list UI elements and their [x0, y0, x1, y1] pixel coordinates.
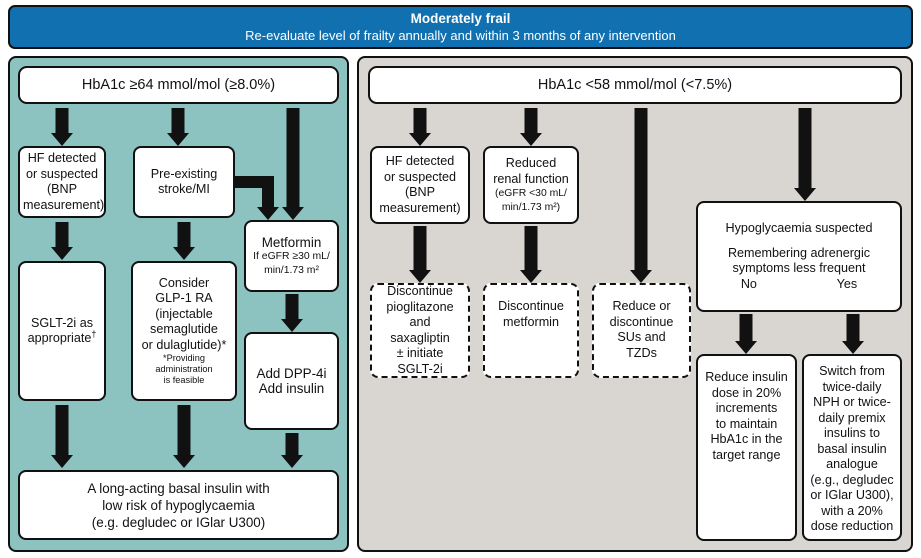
- arrow-hypo-yes-to-switch: [838, 314, 868, 354]
- right-discontinue-pioglitazone-box: Discontinue pioglitazone and saxagliptin…: [370, 283, 470, 378]
- header-subtitle: Re-evaluate level of frailty annually an…: [245, 28, 676, 43]
- hypo-box-options: No Yes: [701, 277, 897, 293]
- left-dpp4i-insulin-box: Add DPP-4i Add insulin: [244, 332, 339, 430]
- arrow-right-header-to-hf: [405, 108, 435, 146]
- left-sglt2i-box: SGLT-2i as appropriate†: [18, 261, 106, 401]
- left-pre-existing-stroke-box: Pre-existing stroke/MI: [133, 146, 235, 218]
- right-reduced-renal-box: Reduced renal function (eGFR <30 mL/ min…: [483, 146, 579, 224]
- arrow-right-hf-to-discontinue-pio: [405, 226, 435, 283]
- elbow-arrow-stroke-to-metformin: [228, 176, 279, 220]
- right-hf-detected-box: HF detected or suspected (BNP measuremen…: [370, 146, 470, 224]
- dagger-marker: †: [91, 328, 97, 339]
- right-switch-insulin-box: Switch from twice-daily NPH or twice- da…: [802, 354, 902, 541]
- arrow-left-hf-to-sglt2i: [47, 222, 77, 260]
- left-basal-insulin-box: A long-acting basal insulin with low ris…: [18, 470, 339, 540]
- arrow-sglt2i-to-basal-insulin: [47, 405, 77, 468]
- right-discontinue-metformin-box: Discontinue metformin: [483, 283, 579, 378]
- arrow-left-stroke-to-glp1: [169, 222, 199, 260]
- arrow-right-header-to-reduce-su: [626, 108, 656, 283]
- header-banner: Moderately frail Re-evaluate level of fr…: [8, 5, 913, 49]
- left-glp1-ra-box: Consider GLP-1 RA (injectable semaglutid…: [131, 261, 237, 401]
- arrow-metformin-to-dpp4i: [277, 294, 307, 332]
- arrow-right-header-to-renal: [516, 108, 546, 146]
- right-reduce-discontinue-su-box: Reduce or discontinue SUs and TZDs: [592, 283, 691, 378]
- arrow-right-header-to-hypo: [790, 108, 820, 201]
- arrow-left-header-to-hf: [47, 108, 77, 146]
- arrow-renal-to-discontinue-met: [516, 226, 546, 283]
- arrow-hypo-no-to-reduce-dose: [731, 314, 761, 354]
- hypo-option-yes: Yes: [836, 276, 858, 291]
- left-metformin-box: Metformin If eGFR ≥30 mL/ min/1.73 m²: [244, 220, 339, 292]
- right-header-box: HbA1c <58 mmol/mol (<7.5%): [368, 66, 902, 104]
- right-reduce-insulin-dose-box: Reduce insulin dose in 20% increments to…: [696, 354, 797, 541]
- header-title: Moderately frail: [410, 11, 511, 26]
- arrow-dpp4i-to-basal-insulin: [277, 433, 307, 468]
- hypo-option-no: No: [740, 276, 757, 291]
- right-hypoglycaemia-suspected-box: Hypoglycaemia suspected Remembering adre…: [696, 201, 902, 312]
- arrow-left-header-to-stroke: [163, 108, 193, 146]
- left-hf-detected-box: HF detected or suspected (BNP measuremen…: [18, 146, 106, 218]
- arrow-glp1-to-basal-insulin: [169, 405, 199, 468]
- arrow-left-header-to-metformin: [278, 108, 308, 220]
- left-header-box: HbA1c ≥64 mmol/mol (≥8.0%): [18, 66, 339, 104]
